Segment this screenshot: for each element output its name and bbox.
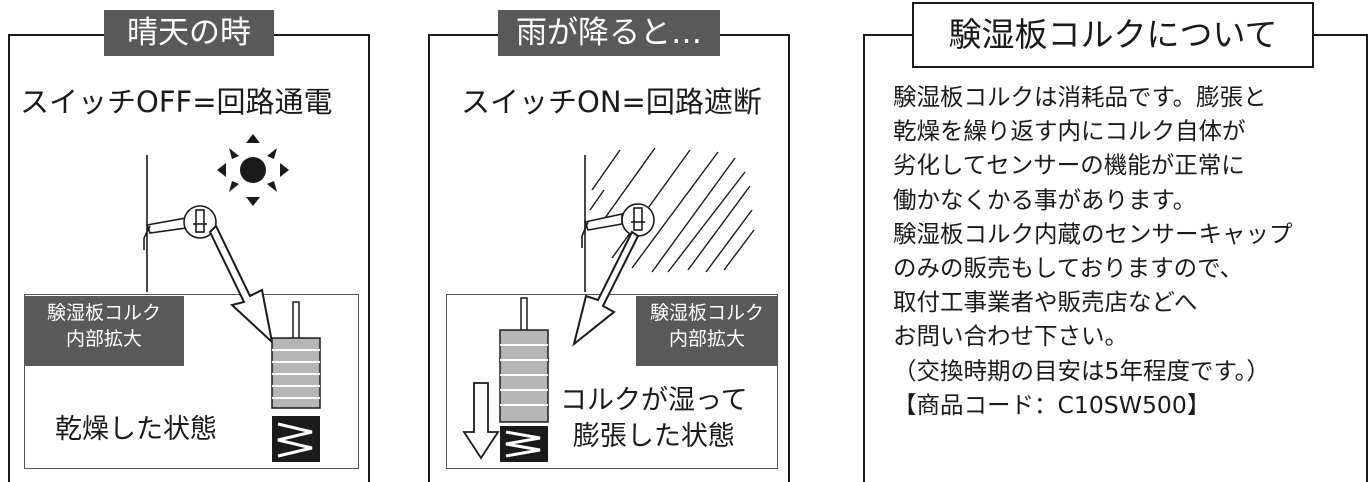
info-line: 取付工事業者や販売店などへ: [893, 288, 1198, 317]
info-line: お問い合わせ下さい。: [893, 322, 1128, 351]
rain-tab-title: 雨が降ると…: [498, 10, 720, 56]
info-line: 験湿板コルクは消耗品です。膨張と: [893, 83, 1267, 111]
spring-icon: [500, 426, 548, 462]
state-line: 膨張した状態: [572, 421, 735, 452]
rain-switch-state: スイッチON=回路遮断: [461, 85, 762, 119]
info-line: 【商品コード：C10SW500】: [893, 390, 1211, 419]
info-line: （交換時期の目安は5年程度です。）: [893, 356, 1270, 385]
cork-info-text: 験湿板コルクは消耗品です。膨張と 乾燥を繰り返す内にコルク自体が 劣化してセンサ…: [893, 80, 1293, 422]
spring-icon: [272, 416, 320, 462]
dry-state-label: 乾燥した状態: [55, 412, 217, 448]
info-line: のみの販売もしておりますので、: [893, 253, 1244, 282]
wet-state-label: コルクが湿って 膨張した状態: [560, 383, 748, 455]
sensor-bracket-icon: [581, 155, 655, 292]
sunny-switch-state: スイッチOFF=回路通電: [20, 85, 333, 119]
info-line: 験湿板コルク内蔵のセンサーキャップ: [893, 219, 1293, 248]
info-line: 乾燥を繰り返す内にコルク自体が: [893, 117, 1246, 146]
state-line: コルクが湿って: [560, 385, 748, 416]
cork-info-title: 験湿板コルクについて: [912, 2, 1314, 68]
info-line: 劣化してセンサーの機能が正常に: [893, 151, 1245, 180]
zoom-arrow-icon: [572, 230, 640, 347]
sunny-inset-tag: 験湿板コルク 内部拡大: [24, 296, 184, 366]
sunny-tab-title: 晴天の時: [104, 10, 274, 56]
zoom-arrow-icon: [208, 224, 274, 345]
inset-tag-line: 験湿板コルク: [46, 302, 161, 324]
inset-tag-line: 験湿板コルク: [649, 302, 764, 324]
sun-icon: [217, 134, 289, 206]
inset-tag-line: 内部拡大: [668, 328, 745, 350]
sensor-bracket-icon: [143, 155, 217, 292]
inset-tag-line: 内部拡大: [65, 328, 142, 350]
state-line: 乾燥した状態: [55, 414, 217, 445]
cork-stack-icon: [499, 297, 549, 423]
info-line: 働かなくかる事があります。: [893, 185, 1197, 214]
rain-icon: [589, 147, 755, 273]
rain-inset-tag: 験湿板コルク 内部拡大: [636, 296, 778, 366]
down-arrow-icon: [462, 382, 500, 460]
cork-stack-icon: [271, 301, 321, 409]
